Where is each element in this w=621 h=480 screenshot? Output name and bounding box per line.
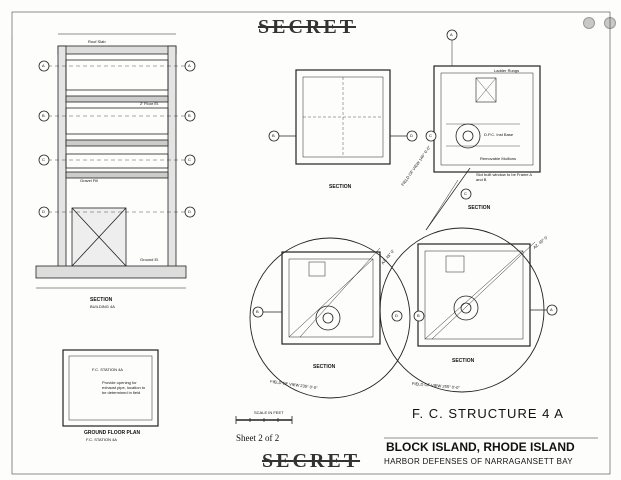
note-ladder-rungs: Ladder Rungs	[494, 68, 520, 73]
note-floor-el: 2' Floor El.	[140, 101, 159, 106]
lower-middle-view-drawing	[249, 237, 411, 399]
secret-stamp-top: SECRET	[258, 16, 357, 38]
building-section-title: SECTION	[90, 297, 113, 303]
note-ground-el: Ground El.	[140, 257, 160, 262]
upper-right-marker-a: A	[450, 32, 453, 37]
note-dpc-inst-base: D.P.C. Inst Base	[484, 132, 514, 137]
note-roof-slab: Roof Slab	[88, 39, 106, 44]
lower-right-section-title: SECTION	[452, 358, 475, 364]
upper-right-view-drawing	[425, 38, 541, 231]
punch-hole-left	[583, 17, 595, 29]
upper-middle-marker-d: D	[410, 133, 413, 138]
marker-b-right: B	[188, 113, 191, 118]
marker-d-right: D	[188, 209, 191, 214]
ground-floor-plan-drawing	[62, 349, 159, 427]
ground-plan-inner-note: Provide opening for exhaust pipe, locati…	[102, 380, 146, 395]
upper-middle-marker-b: B	[272, 133, 275, 138]
title-structure: F. C. STRUCTURE 4 A	[412, 406, 564, 421]
secret-stamp-bottom: SECRET	[262, 450, 361, 472]
upper-right-marker-c1: C	[429, 133, 432, 138]
ground-plan-title: GROUND FLOOR PLAN	[84, 430, 141, 436]
marker-a-left: A	[42, 63, 45, 68]
lower-right-view-drawing	[379, 227, 548, 393]
lower-middle-marker-b: B	[256, 309, 259, 314]
lower-middle-section-title: SECTION	[313, 364, 336, 370]
lower-right-marker-a: A	[550, 307, 553, 312]
note-slot-window: Slot built window to be Frame A and B	[476, 172, 532, 182]
marker-c-right: C	[188, 157, 191, 162]
building-section-drawing	[35, 33, 195, 289]
marker-b-left: B	[42, 113, 45, 118]
lower-middle-marker-d: D	[395, 313, 398, 318]
scale-bar	[235, 416, 293, 424]
note-removable-mullions: Removable Mullions	[480, 156, 517, 161]
marker-c-left: C	[42, 157, 45, 162]
upper-right-marker-c2: C	[464, 191, 467, 196]
ground-plan-subtitle: F.C. STATION 4A	[86, 437, 117, 442]
ground-plan-inner-title: F.C. STATION 4A	[92, 367, 123, 372]
note-gravel-fill: Gravel Fill	[80, 178, 99, 183]
lower-right-marker-b: B	[417, 313, 420, 318]
title-location: BLOCK ISLAND, RHODE ISLAND	[386, 440, 575, 454]
scale-in-feet-label: SCALE IN FEET	[254, 410, 284, 415]
marker-d-left: D	[42, 209, 45, 214]
marker-a-right: A	[188, 63, 191, 68]
title-harbor-defenses: HARBOR DEFENSES OF NARRAGANSETT BAY	[384, 457, 573, 466]
upper-middle-view-drawing	[278, 69, 408, 165]
upper-middle-section-title: SECTION	[329, 184, 352, 190]
building-section-subtitle: BUILDING 4A	[90, 304, 115, 309]
sheet-number: Sheet 2 of 2	[236, 433, 280, 443]
upper-right-section-title: SECTION	[468, 205, 491, 211]
